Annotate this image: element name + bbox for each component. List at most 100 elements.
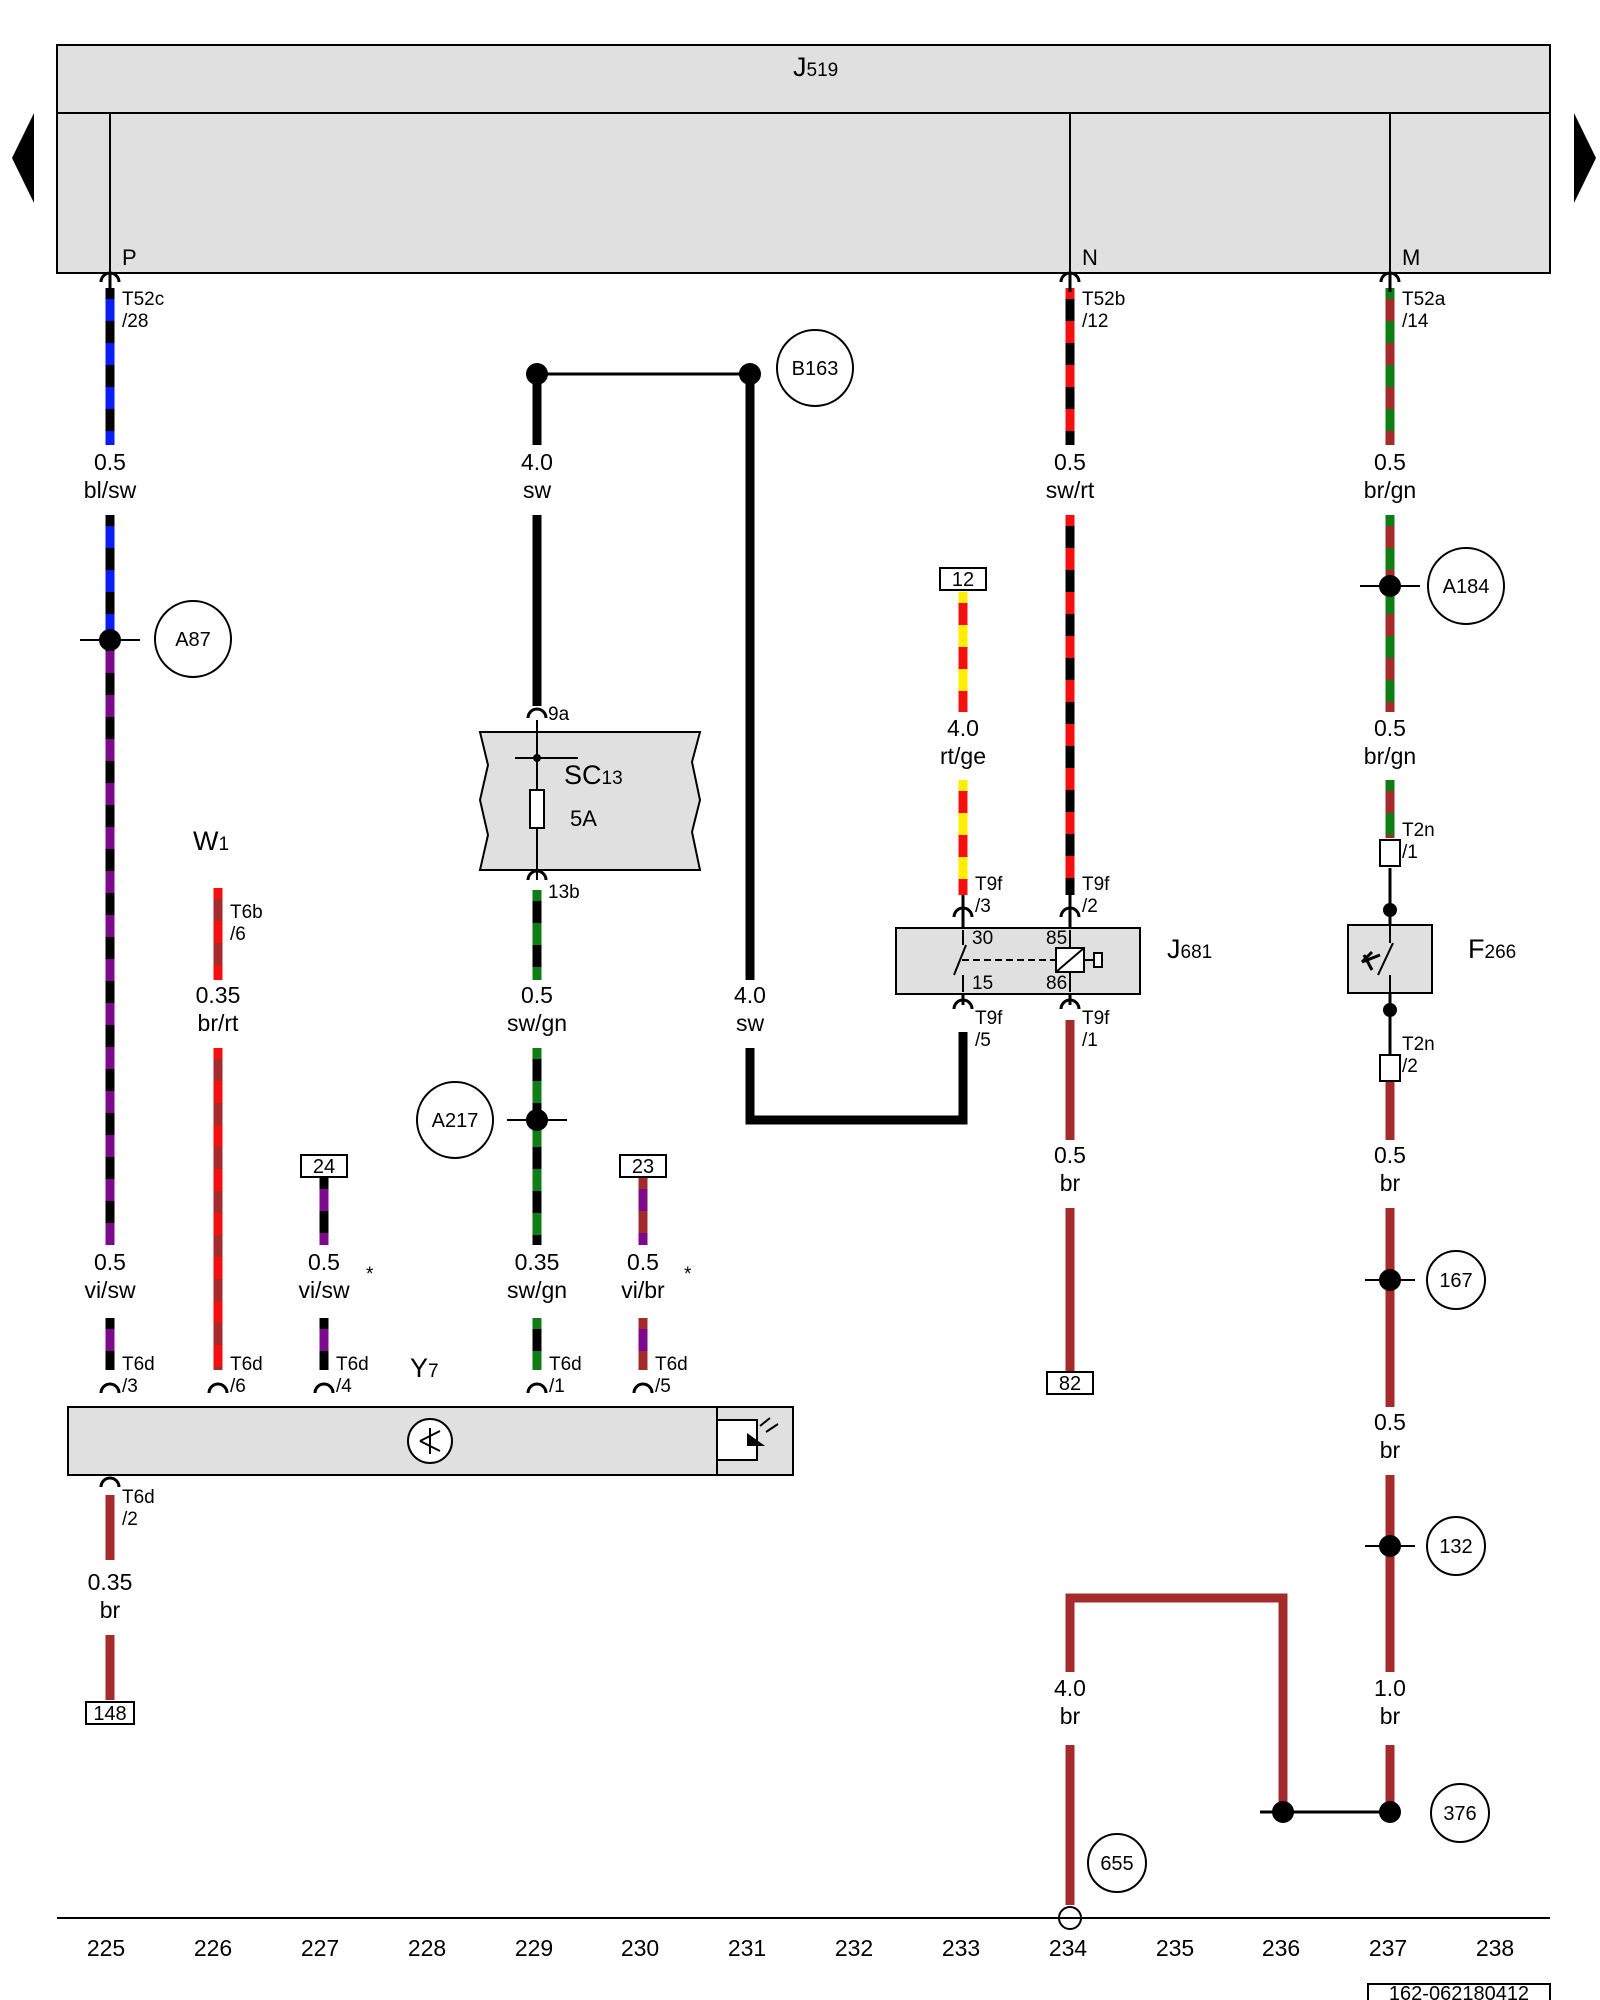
connector-symbol	[952, 906, 974, 918]
connector-symbol	[632, 1382, 654, 1394]
wire-label-color: sw	[736, 1010, 765, 1036]
j519-module: J519 P N M	[56, 44, 1551, 275]
pin-13b: 13b	[548, 882, 580, 903]
svg-text:148: 148	[93, 1703, 126, 1725]
wire-label-color: sw/rt	[1046, 477, 1095, 503]
wire-label-gauge: 0.5	[1054, 1142, 1086, 1168]
wire-label-color: br	[1060, 1170, 1081, 1196]
connector-t9f3: T9f/3	[975, 874, 1003, 917]
fuse-sc13: SC13 5A	[478, 730, 702, 871]
wire-label-gauge: 4.0	[1054, 1675, 1086, 1701]
splice-dot	[1379, 1269, 1401, 1291]
wire-label-color: br/gn	[1364, 743, 1416, 769]
wire-note-asterisk: *	[684, 1264, 692, 1285]
sc13-label: SC13	[564, 760, 623, 790]
splice-dot	[526, 363, 548, 385]
ref-box-82[interactable]: 82	[1046, 1371, 1094, 1395]
column-number: 233	[942, 1935, 980, 1961]
wire-label-color: br/rt	[198, 1010, 240, 1036]
previous-page-arrow-icon[interactable]	[12, 113, 34, 203]
connector-symbol	[526, 707, 548, 719]
wire-label-gauge: 0.35	[515, 1249, 560, 1275]
f266-label: F266	[1468, 934, 1516, 964]
column-number: 234	[1049, 1935, 1088, 1961]
splice-dot	[1383, 903, 1397, 917]
splice-dot	[1272, 1801, 1294, 1823]
connector-t6d3: T6d/3	[122, 1354, 155, 1397]
connector-symbol	[1059, 998, 1081, 1010]
connector-t9f1: T9f/1	[1082, 1008, 1110, 1051]
pin-n-label: N	[1082, 245, 1098, 270]
ref-655[interactable]: 655	[1087, 1833, 1147, 1893]
connector-symbol	[1379, 839, 1401, 867]
ref-a184[interactable]: A184	[1427, 547, 1505, 625]
y7-label: Y7	[410, 1353, 439, 1383]
ground-loop-wire	[1065, 1593, 1288, 1812]
connector-t6d4: T6d/4	[336, 1354, 369, 1397]
column-number: 227	[301, 1935, 339, 1961]
connector-t6d1: T6d/1	[549, 1354, 582, 1397]
wire-label-color: sw/gn	[507, 1010, 567, 1036]
svg-text:132: 132	[1439, 1536, 1472, 1558]
column-number: 229	[515, 1935, 553, 1961]
wire-label-color: vi/br	[621, 1277, 665, 1303]
sc13-rating: 5A	[570, 806, 597, 831]
ref-167[interactable]: 167	[1426, 1250, 1486, 1310]
splice-dot	[739, 363, 761, 385]
ref-a217[interactable]: A217	[416, 1081, 494, 1159]
connector-symbol	[99, 1382, 121, 1394]
connector-t52a: T52a/14	[1402, 289, 1446, 332]
relay-terminal-15: 15	[972, 973, 993, 994]
wire-label-color: br/gn	[1364, 477, 1416, 503]
wire-label-gauge: 0.5	[1374, 449, 1406, 475]
switch-contact-icon	[1377, 942, 1394, 976]
wire-label-color: sw	[523, 477, 552, 503]
connector-t9f5: T9f/5	[975, 1008, 1003, 1051]
fuse-element-icon	[529, 789, 545, 829]
ref-132[interactable]: 132	[1426, 1516, 1486, 1576]
ref-box-148[interactable]: 148	[85, 1701, 135, 1725]
svg-text:B163: B163	[792, 358, 839, 380]
ref-376[interactable]: 376	[1430, 1783, 1490, 1843]
ref-a87[interactable]: A87	[154, 600, 232, 678]
wire-label-color: br	[1380, 1703, 1401, 1729]
column-number: 238	[1476, 1935, 1514, 1961]
relay-switch-icon	[953, 944, 967, 976]
connector-labels: T52c/28 T52b/12 T52a/14 9a 13b T9f/3 T9f…	[122, 289, 1446, 1530]
j681-label: J681	[1167, 934, 1212, 964]
ref-box-12[interactable]: 12	[939, 567, 987, 591]
wire-label-gauge: 0.5	[1374, 1409, 1406, 1435]
connector-t6d6: T6d/6	[230, 1354, 263, 1397]
wire-label-color: sw/gn	[507, 1277, 567, 1303]
pin-p-label: P	[122, 245, 137, 270]
wire-label-gauge: 0.35	[196, 982, 241, 1008]
splice-dot	[1379, 1535, 1401, 1557]
wire-label-gauge: 4.0	[947, 715, 979, 741]
ref-b163[interactable]: B163	[776, 329, 854, 407]
column-number: 232	[835, 1935, 873, 1961]
connector-symbol	[207, 1382, 229, 1394]
svg-text:12: 12	[952, 569, 974, 591]
connector-t2n2: T2n/2	[1402, 1034, 1435, 1077]
wire-label-gauge: 4.0	[734, 982, 766, 1008]
next-page-arrow-icon[interactable]	[1574, 113, 1596, 203]
ref-box-24[interactable]: 24	[300, 1154, 348, 1178]
wire-label-color: vi/sw	[298, 1277, 350, 1303]
connector-symbol	[952, 998, 974, 1010]
svg-text:A217: A217	[432, 1110, 479, 1132]
column-numbers: 225 226 227 228 229 230 231 232 233 234 …	[87, 1935, 1514, 1961]
switch-actuator-icon	[1360, 950, 1381, 971]
svg-text:162-062180412: 162-062180412	[1389, 1983, 1529, 2000]
connector-symbol	[1059, 906, 1081, 918]
ref-box-23[interactable]: 23	[619, 1154, 667, 1178]
wire-label-color: vi/sw	[84, 1277, 136, 1303]
j519-label: J519	[793, 52, 838, 82]
connector-symbols	[99, 271, 1401, 1488]
connector-t52b: T52b/12	[1082, 289, 1125, 332]
splice-dot	[1383, 1003, 1397, 1017]
svg-text:A184: A184	[1443, 576, 1490, 598]
connector-symbol	[526, 1382, 548, 1394]
relay-terminal-85: 85	[1046, 928, 1067, 949]
boxed-references: 12 24 23 82 148	[85, 567, 1094, 1725]
svg-text:82: 82	[1059, 1373, 1081, 1395]
